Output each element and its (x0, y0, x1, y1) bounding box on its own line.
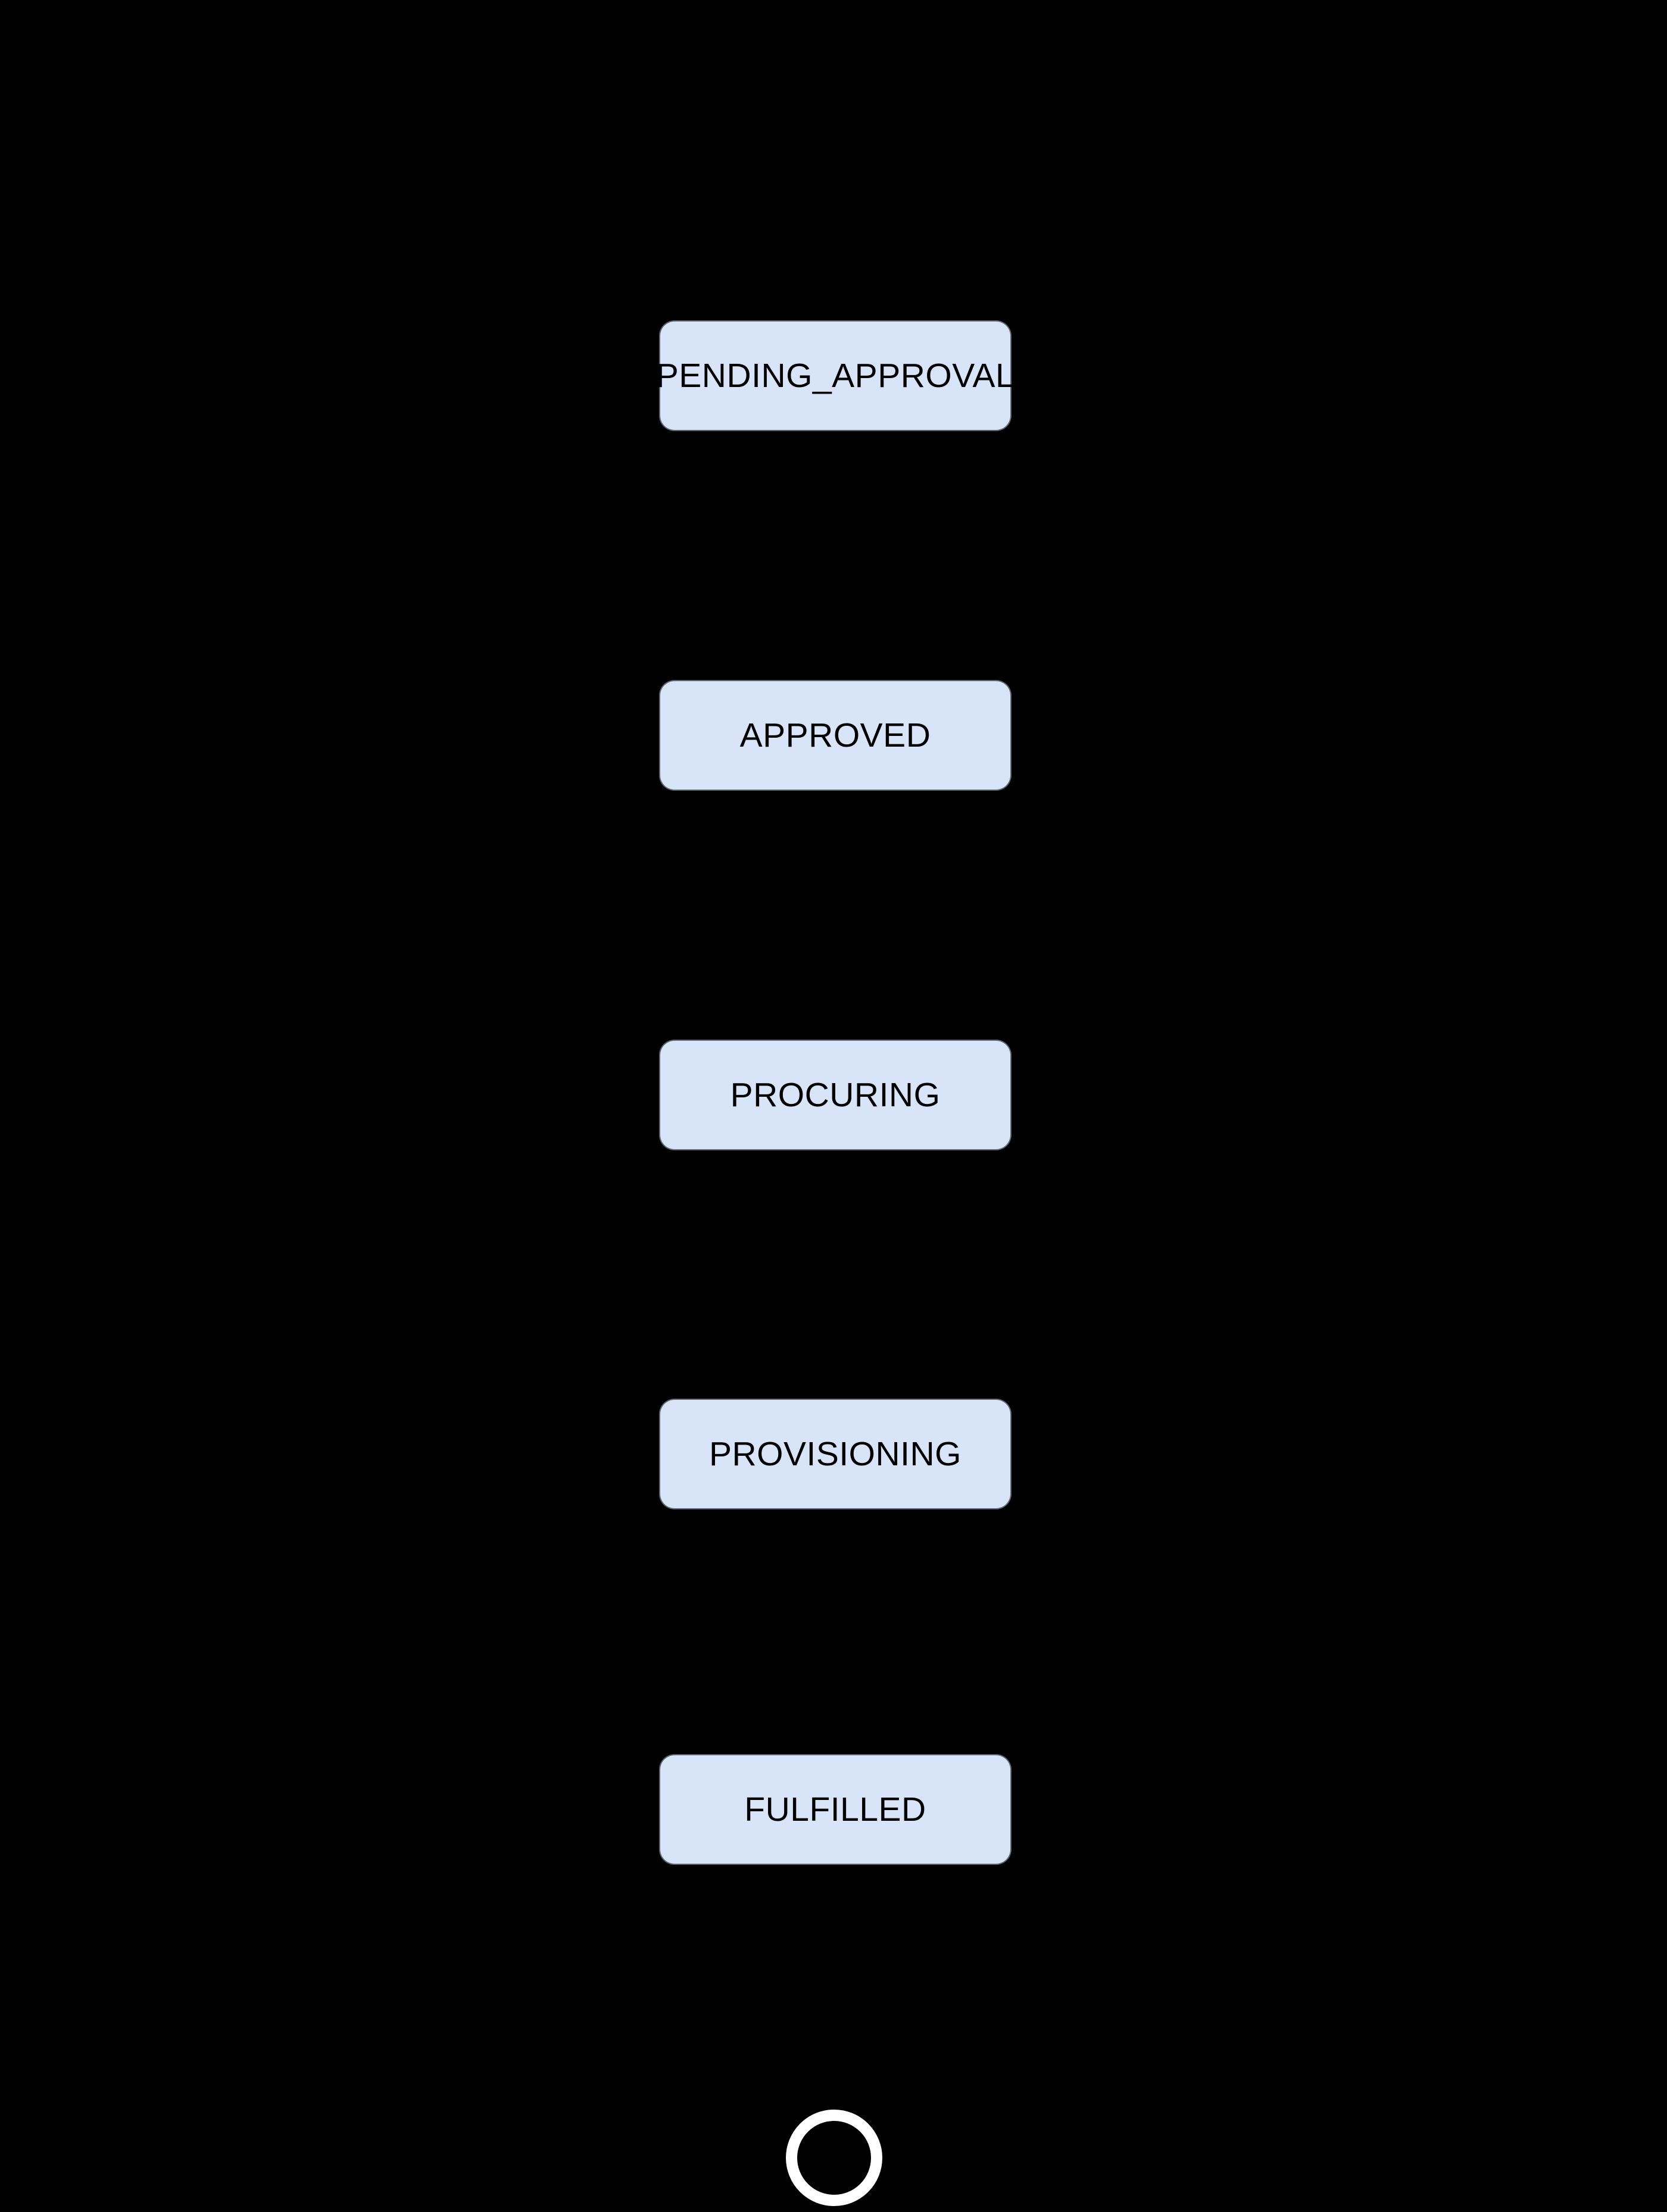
state-node-pending-approval: PENDING_APPROVAL (655, 320, 1015, 431)
state-node-provisioning: PROVISIONING (659, 1399, 1012, 1509)
state-label-provisioning: PROVISIONING (708, 1435, 962, 1473)
state-node-procuring: PROCURING (659, 1040, 1012, 1150)
state-node-approved: APPROVED (659, 680, 1012, 791)
state-label-procuring: PROCURING (730, 1076, 941, 1114)
final-state-circle-icon (786, 2110, 882, 2206)
state-label-pending-approval: PENDING_APPROVAL (655, 357, 1015, 395)
state-label-fulfilled: FULFILLED (744, 1790, 926, 1829)
state-label-approved: APPROVED (739, 716, 931, 754)
state-node-fulfilled: FULFILLED (659, 1754, 1012, 1865)
